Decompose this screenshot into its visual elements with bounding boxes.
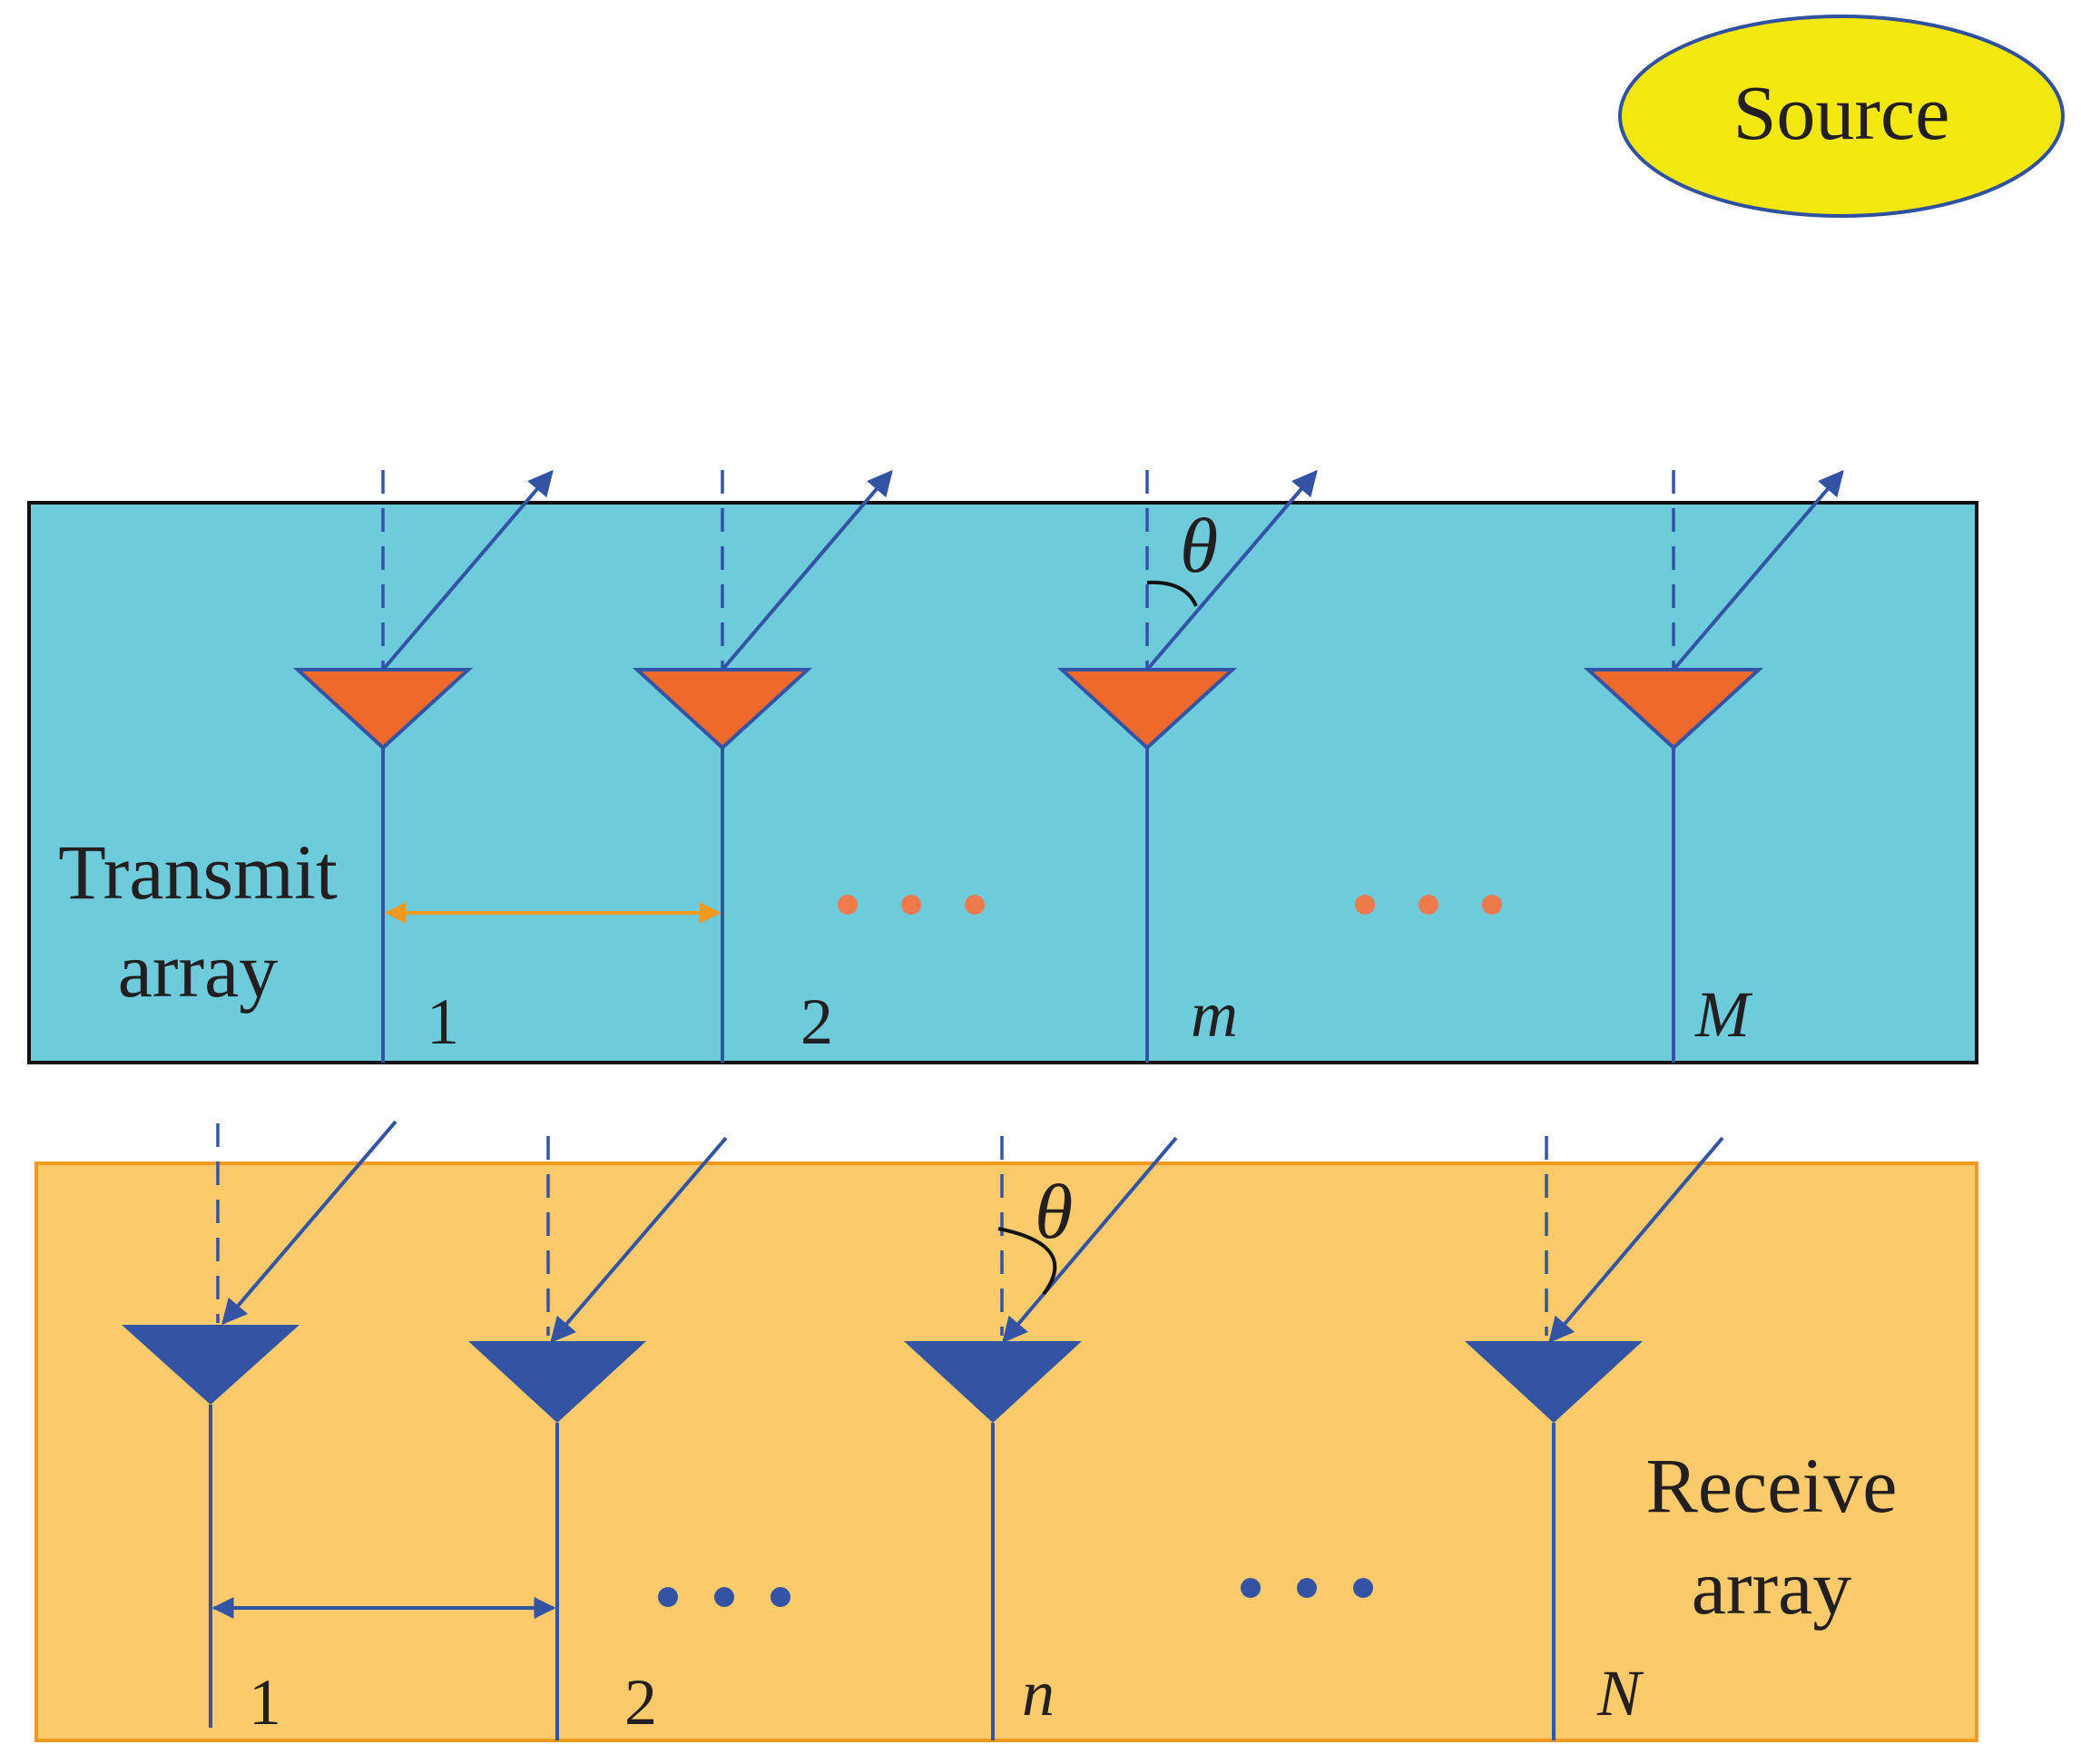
transmit-index-M: M [1694,978,1753,1051]
transmit-angle-label: θ [1180,502,1218,589]
receive-ellipsis [658,1587,790,1607]
transmit-element-1 [292,469,554,1063]
transmit-ellipsis [838,895,985,915]
receive-ellipsis [1241,1578,1373,1598]
transmit-ellipsis [1355,895,1502,915]
receive-antenna-icon [1465,1341,1643,1423]
source-node: Source [1618,15,2065,218]
transmit-beam-arrow [721,469,893,671]
receive-beam-arrow [221,1120,398,1326]
transmit-index-1: 1 [427,985,459,1058]
source-label: Source [1733,69,1950,156]
transmit-element-m [1056,469,1318,1063]
receive-antenna-icon [122,1325,299,1405]
receive-beam-arrow [1002,1136,1178,1344]
receive-beam-arrow [550,1136,728,1344]
receive-index-1: 1 [249,1666,281,1739]
receive-angle-arc [997,1227,1057,1296]
transmit-label-line1: Transmit [58,828,338,916]
transmit-index-2: 2 [800,985,833,1058]
receive-element-2 [468,1136,728,1740]
receive-index-n: n [1022,1657,1055,1730]
receive-antenna-icon [468,1341,646,1423]
receive-antenna-icon [904,1341,1082,1423]
transmit-panel [27,501,1978,1064]
receive-panel [34,1161,1978,1742]
receive-array: θ Receive array 1 2 n N [34,1120,1978,1742]
transmit-beam-arrow [381,469,554,671]
transmit-index-m: m [1191,978,1238,1051]
transmit-element-2 [632,469,893,1063]
transmit-angle-arc [1146,580,1198,607]
receive-element-1 [122,1120,398,1728]
transmit-array: θ Transmit array 1 2 m M [27,469,1978,1064]
receive-label-line1: Receive [1646,1442,1898,1529]
receive-label-line2: array [1692,1544,1852,1631]
transmit-beam-arrow [1672,469,1844,671]
receive-element-n [904,1136,1178,1740]
receive-index-N: N [1596,1657,1644,1730]
transmit-element-M [1583,469,1844,1063]
receive-beam-arrow [1548,1136,1724,1344]
transmit-label-line2: array [118,926,279,1014]
transmit-beam-arrow [1145,469,1318,671]
receive-angle-label: θ [1035,1168,1073,1255]
receive-element-N [1465,1136,1724,1740]
receive-index-2: 2 [624,1666,657,1739]
source-ellipse [1618,15,2065,218]
